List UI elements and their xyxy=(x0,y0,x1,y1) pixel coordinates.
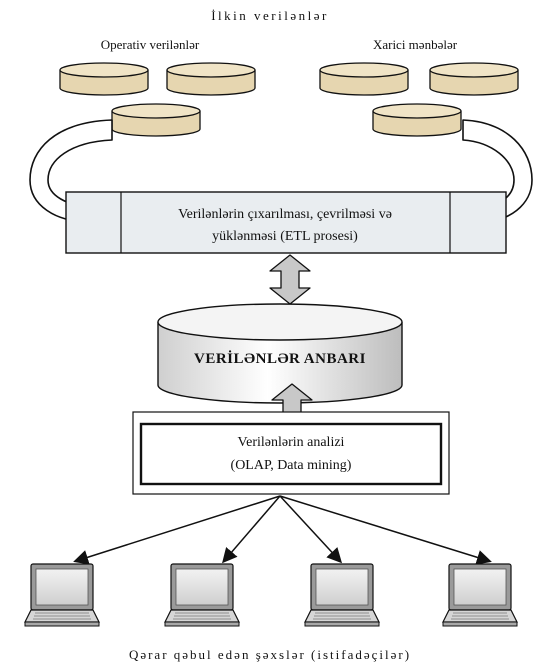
operational-data-label: Operativ verilənlər xyxy=(101,37,200,52)
external-sources-label: Xarici mənbələr xyxy=(373,37,458,52)
database-icon xyxy=(429,62,519,96)
database-icon xyxy=(166,62,256,96)
laptop-icon xyxy=(442,563,518,627)
etl-line-1: Verilənlərin çıxarılması, çevrilməsi və xyxy=(178,207,392,222)
analysis-line-2: (OLAP, Data mining) xyxy=(231,458,352,473)
laptop-icon xyxy=(304,563,380,627)
analysis-line-1: Verilənlərin analizi xyxy=(238,435,345,450)
warehouse-label: VERİLƏNLƏR ANBARI xyxy=(194,350,366,367)
database-icon xyxy=(111,103,201,137)
etl-line-2: yüklənməsi (ETL prosesi) xyxy=(212,229,358,244)
database-icon xyxy=(372,103,462,137)
etl-box: Verilənlərin çıxarılması, çevrilməsi və … xyxy=(65,191,507,254)
bottom-caption: Qərar qəbul edən şəxslər (istifadəçilər) xyxy=(129,647,411,662)
analysis-box: Verilənlərin analizi (OLAP, Data mining) xyxy=(132,411,450,495)
laptop-icon xyxy=(24,563,100,627)
database-icon xyxy=(59,62,149,96)
user-arrows xyxy=(73,495,492,565)
laptop-icon xyxy=(164,563,240,627)
double-arrow-icon xyxy=(269,254,311,305)
database-icon xyxy=(319,62,409,96)
top-title: İlkin verilənlər xyxy=(211,8,329,23)
warehouse-cylinder: VERİLƏNLƏR ANBARI xyxy=(157,303,403,404)
